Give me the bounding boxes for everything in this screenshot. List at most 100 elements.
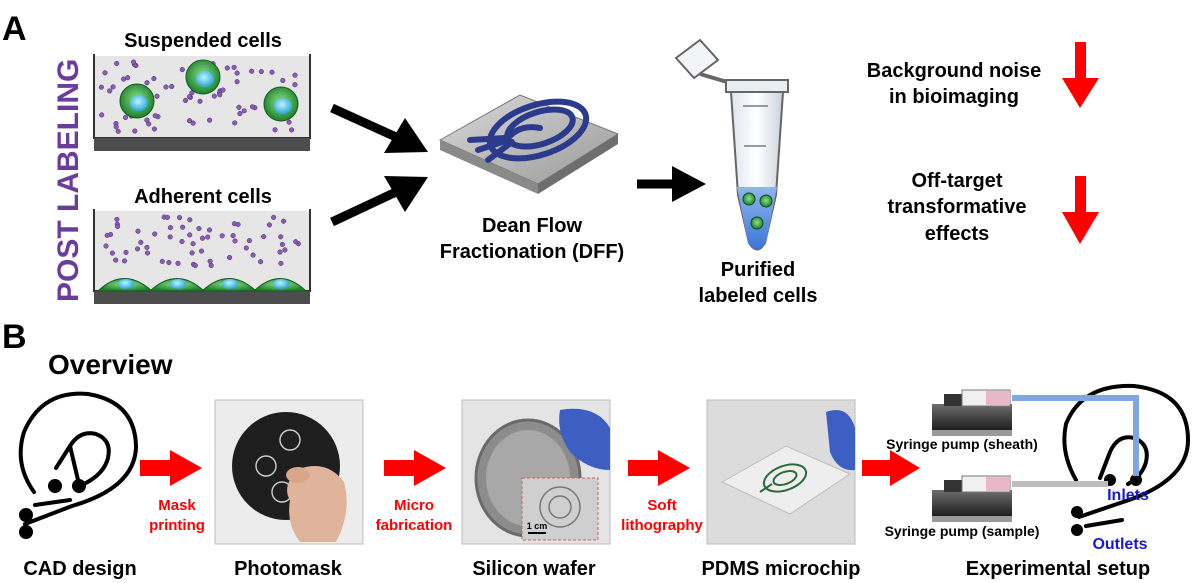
label-particle [123, 249, 129, 255]
label-particle [217, 92, 223, 98]
label-particle [164, 214, 170, 220]
label-particle [224, 65, 230, 71]
label-particle [282, 247, 288, 253]
label-particle [190, 120, 196, 126]
label-particle [205, 234, 211, 240]
label-particle [107, 88, 113, 94]
label-particle [271, 214, 277, 220]
label-particle [180, 224, 186, 230]
arrow-label-soft-1: Soft [647, 497, 676, 514]
label-particle [98, 84, 104, 90]
label-particle [115, 223, 121, 230]
label-particle [114, 216, 120, 222]
label-particle [292, 82, 298, 88]
pump-sample-label: Syringe pump (sample) [885, 523, 1040, 539]
purified-label-line2: labeled cells [699, 285, 818, 307]
label-particle [237, 111, 243, 117]
label-particle [104, 232, 110, 238]
label-particle [280, 77, 286, 84]
label-particle [292, 72, 298, 78]
label-particle [166, 259, 172, 266]
experimental-setup-drawing [932, 383, 1191, 536]
label-particle [192, 262, 198, 269]
label-particle [151, 76, 157, 82]
label-particle [152, 113, 158, 119]
scale-bar-label: 1 cm [527, 521, 548, 531]
label-particle [187, 232, 193, 238]
label-particle [286, 119, 292, 125]
label-particle [113, 124, 119, 130]
label-particle [175, 260, 181, 266]
label-particle [289, 127, 295, 133]
label-particle [219, 233, 225, 239]
label-particle [114, 60, 120, 67]
label-particle [220, 87, 226, 93]
label-particle [186, 118, 193, 124]
arrow-suspended-to-dff [330, 103, 428, 153]
label-particle [236, 104, 242, 110]
dff-label-line1: Dean Flow [482, 215, 582, 237]
label-particle [232, 238, 238, 244]
label-particle [189, 250, 195, 256]
label-particle [144, 80, 150, 86]
label-particle [199, 235, 206, 241]
label-particle [135, 228, 141, 234]
label-particle [293, 239, 299, 245]
label-particle [151, 126, 157, 132]
suspended-cells-dish [93, 54, 311, 151]
label-particle [113, 257, 119, 263]
pdms-microchip-photo [706, 399, 856, 545]
post-labeling-label: POST LABELING [52, 59, 85, 302]
label-particle [144, 244, 150, 250]
eppendorf-tube [674, 38, 789, 251]
label-particle [258, 259, 264, 265]
label-particle [167, 234, 173, 240]
label-particle [179, 67, 185, 73]
step-label-cad: CAD design [23, 558, 136, 580]
label-particle [167, 225, 173, 231]
label-particle [211, 93, 217, 99]
label-particle [110, 84, 116, 90]
label-particle [197, 98, 203, 104]
silicon-wafer-photo [461, 399, 611, 545]
label-particle [187, 217, 193, 223]
label-particle [163, 84, 169, 90]
arrow-label-mask-2: printing [149, 517, 205, 534]
label-particle [206, 227, 213, 233]
label-particle [234, 79, 240, 85]
suspended-cells-label: Suspended cells [124, 30, 282, 52]
label-particle [235, 221, 241, 227]
outlets-label: Outlets [1092, 536, 1147, 553]
effect2-line2: transformative [888, 196, 1027, 218]
label-particle [159, 258, 165, 264]
arrow-label-soft-2: lithography [621, 517, 703, 534]
red-arrow-soft-lithography [628, 450, 690, 486]
label-particle [102, 70, 108, 76]
label-particle [277, 249, 283, 255]
label-particle [258, 69, 264, 75]
panel-b-letter: B [2, 318, 27, 356]
red-arrow-to-setup [862, 450, 920, 486]
label-particle [278, 234, 284, 240]
label-particle [144, 117, 150, 123]
label-particle [154, 93, 160, 99]
label-particle [179, 238, 185, 245]
panel-a-letter: A [2, 10, 27, 48]
label-particle [152, 231, 158, 237]
label-particle [103, 243, 109, 249]
label-particle [138, 239, 144, 245]
adherent-cells-label: Adherent cells [134, 186, 272, 208]
label-particle [132, 128, 138, 134]
inlets-label: Inlets [1107, 487, 1149, 504]
label-particle [121, 258, 128, 264]
label-particle [234, 70, 240, 76]
step-label-pdms: PDMS microchip [702, 558, 861, 580]
label-particle [278, 260, 284, 266]
decrease-arrow-1 [1062, 42, 1099, 108]
label-particle [231, 64, 237, 70]
label-particle [250, 252, 256, 258]
label-particle [227, 254, 233, 261]
effect1-line1: Background noise [867, 60, 1041, 82]
label-particle [249, 104, 256, 110]
